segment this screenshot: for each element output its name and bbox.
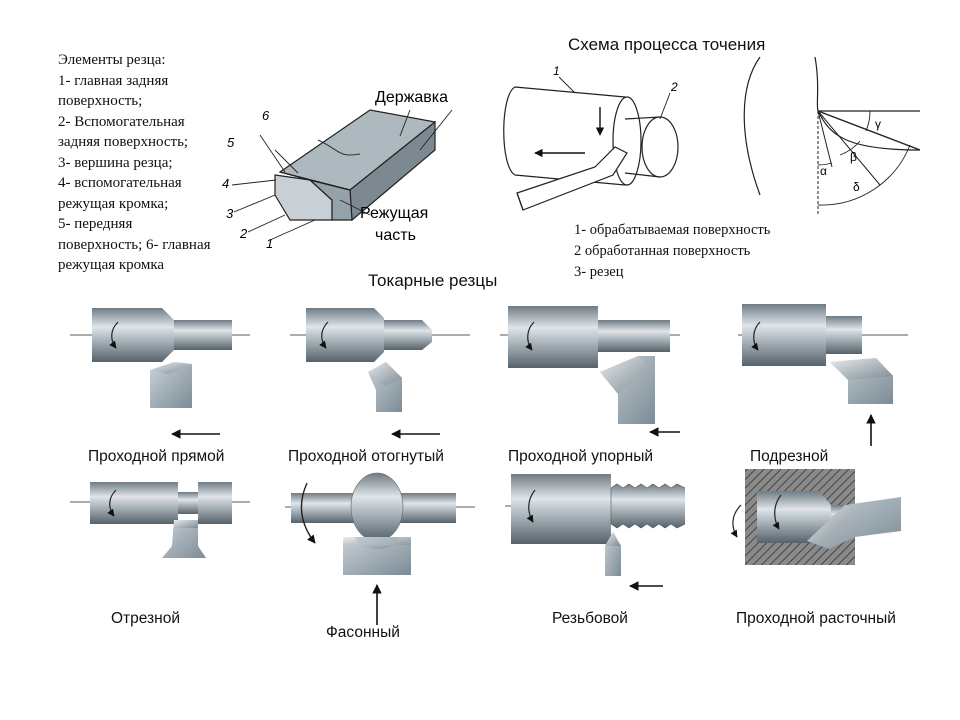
caption-threading: Резьбовой xyxy=(552,610,628,627)
angle-alpha: α xyxy=(820,164,827,178)
cutter-number: 3 xyxy=(226,206,234,221)
cutter-elements-line: задняя поверхность; xyxy=(58,134,189,150)
tool-form xyxy=(285,472,475,625)
turning-legend-item: 2 обработанная поверхность xyxy=(574,243,751,259)
tool-bent-turning xyxy=(290,308,470,439)
caption-bent-turning: Проходной отогнутый xyxy=(288,448,444,465)
cutter-elements-text: Элементы резца: 1- главная задняя поверх… xyxy=(58,50,211,276)
cutter-number: 2 xyxy=(239,226,248,241)
cutter-number: 6 xyxy=(262,108,270,123)
tool-facing xyxy=(738,304,908,446)
cutter-elements-line: 2- Вспомогательная xyxy=(58,113,185,130)
turning-legend-item: 1- обрабатываемая поверхность xyxy=(574,222,771,238)
caption-facing: Подрезной xyxy=(750,448,829,465)
caption-form: Фасонный xyxy=(326,624,400,641)
cutter-elements-line: 5- передняя xyxy=(58,216,133,232)
cutting-part-label-2: часть xyxy=(375,227,416,244)
cutter-number: 4 xyxy=(222,176,229,191)
cutter-elements-line: поверхность; xyxy=(58,93,143,109)
turning-legend-item: 3- резец xyxy=(574,264,624,280)
cutter-elements-line: 1- главная задняя xyxy=(58,72,169,89)
holder-label: Державка xyxy=(375,89,448,106)
tool-threading xyxy=(505,474,685,591)
angle-beta: β xyxy=(850,150,857,164)
tool-boring xyxy=(730,469,901,565)
cutter-number: 1 xyxy=(266,236,273,251)
lathe-tools-title: Токарные резцы xyxy=(368,271,498,290)
tool-straight-turning xyxy=(70,308,250,439)
cutting-part-label-1: Режущая xyxy=(360,205,428,222)
cutter-elements-title: Элементы резца: xyxy=(58,52,166,68)
cutter-elements-line: поверхность; 6- главная xyxy=(58,236,211,253)
scheme-number: 2 xyxy=(670,80,678,94)
cutter-number: 5 xyxy=(227,135,235,150)
caption-straight-turning: Проходной прямой xyxy=(88,448,225,465)
turning-legend: 1- обрабатываемая поверхность 2 обработа… xyxy=(574,220,770,283)
cutter-elements-line: 3- вершина резца; xyxy=(58,154,173,171)
cutter-diagram: 6 5 4 3 2 1 Державка Режущая часть xyxy=(222,89,453,251)
turning-scheme-title: Схема процесса точения xyxy=(568,35,766,54)
turning-scheme-diagram: 1 2 xyxy=(503,64,679,211)
angle-delta: δ xyxy=(853,180,860,194)
cutter-elements-line: 4- вспомогательная xyxy=(58,175,182,191)
tool-parting xyxy=(70,482,250,558)
tool-shoulder-turning xyxy=(500,306,680,437)
cutter-elements-line: режущая кромка xyxy=(58,257,165,273)
angle-diagram: γ α β δ xyxy=(743,56,921,215)
angle-gamma: γ xyxy=(875,117,881,131)
scheme-number: 1 xyxy=(553,64,560,78)
caption-shoulder-turning: Проходной упорный xyxy=(508,448,653,465)
cutter-elements-line: режущая кромка; xyxy=(58,195,169,212)
caption-boring: Проходной расточный xyxy=(736,610,896,627)
caption-parting: Отрезной xyxy=(111,610,181,627)
